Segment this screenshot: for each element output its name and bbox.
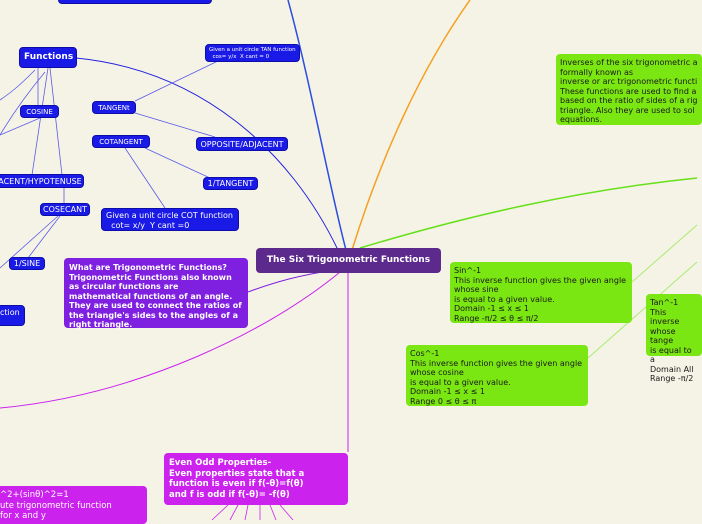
sin-inverse-node[interactable]: Sin^-1 This inverse function gives the g…	[450, 262, 632, 323]
adjacent-hypotenuse-node[interactable]: ACENT/HYPOTENUSE	[0, 174, 84, 188]
tan-unit-circle-node[interactable]: Given a unit circle TAN function cos= y/…	[205, 44, 300, 62]
cot-unit-circle-node[interactable]: Given a unit circle COT function cot= x/…	[101, 208, 239, 231]
tan-inverse-node[interactable]: Tan^-1 This inverse whose tange is equal…	[646, 294, 702, 383]
what-are-trig-functions-node[interactable]: What are Trigonometric Functions? Trigon…	[64, 258, 248, 329]
pythagorean-identity-node[interactable]: ^2+(sinθ)^2=1 ute trigonometric function…	[0, 486, 147, 524]
top-cut-node[interactable]	[58, 0, 212, 4]
tangent-node[interactable]: TANGENt	[92, 101, 136, 114]
opposite-adjacent-node[interactable]: OPPOSITE/ADJACENT	[196, 137, 288, 151]
one-over-tangent-node[interactable]: 1/TANGENT	[203, 177, 258, 190]
cosine-node[interactable]: COSINE	[20, 105, 59, 118]
even-odd-properties-node[interactable]: Even Odd Properties- Even properties sta…	[164, 453, 348, 505]
one-over-sine-node[interactable]: 1/SINE	[9, 257, 45, 270]
cosecant-node[interactable]: COSECANT	[40, 203, 90, 216]
functions-node[interactable]: Functions	[19, 47, 77, 68]
central-topic[interactable]: The Six Trigonometric Functions	[256, 248, 441, 273]
cos-inverse-node[interactable]: Cos^-1 This inverse function gives the g…	[406, 345, 588, 406]
inverse-functions-node[interactable]: Inverses of the six trigonometric a form…	[556, 54, 702, 125]
left-cut-function-node[interactable]: ction	[0, 305, 25, 326]
cotangent-node[interactable]: COTANGENT	[92, 135, 150, 148]
